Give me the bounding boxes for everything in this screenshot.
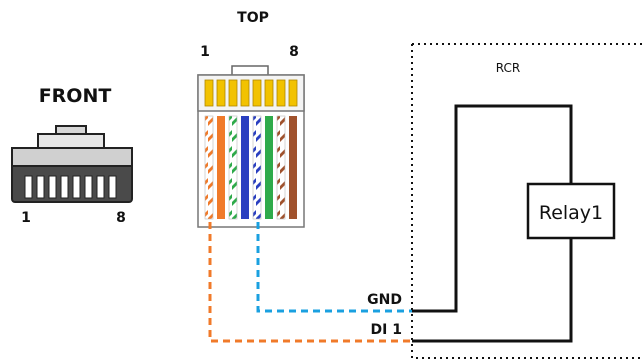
- wire-pin-2: [217, 116, 225, 219]
- wire-pin-3: [228, 115, 238, 220]
- wire-pin-5: [252, 115, 262, 220]
- di1-terminal-label: DI 1: [371, 322, 402, 338]
- front-contact-5: [72, 175, 81, 199]
- wire-pin-4: [241, 116, 249, 219]
- top-contact-3: [228, 79, 238, 107]
- connection-wires: [208, 222, 412, 343]
- top-contact-1: [204, 79, 214, 107]
- top-contact-5: [252, 79, 262, 107]
- wire-pin-8: [289, 116, 297, 219]
- top-wires: [204, 115, 297, 220]
- wire-pin-7: [276, 115, 286, 220]
- top-title: TOP: [237, 10, 269, 26]
- front-title: FRONT: [39, 85, 112, 107]
- rcr-title: RCR: [496, 61, 520, 75]
- front-contact-6: [84, 175, 93, 199]
- front-contact-3: [48, 175, 57, 199]
- wire-pin-6: [265, 116, 273, 219]
- relay-circuit-wire: [412, 104, 573, 343]
- front-contact-8: [108, 175, 117, 199]
- rj45-top-view: TOP 1 8: [197, 10, 305, 228]
- top-contact-band: [197, 74, 305, 112]
- front-contacts: [24, 175, 117, 199]
- front-contact-7: [96, 175, 105, 199]
- rcr-module: RCR Relay1 GND DI 1: [367, 43, 642, 359]
- di1-wire: [208, 222, 412, 343]
- top-pin-8-label: 8: [289, 44, 299, 60]
- gnd-terminal-label: GND: [367, 292, 402, 308]
- top-contact-6: [264, 79, 274, 107]
- relay-label: Relay1: [539, 202, 603, 224]
- relay-box: [526, 182, 616, 240]
- top-pin-1-label: 1: [200, 44, 210, 60]
- rcr-boundary: [411, 43, 642, 359]
- front-pin-1-label: 1: [21, 210, 31, 226]
- front-contact-1: [24, 175, 33, 199]
- rj45-front-view: FRONT 1 8: [11, 85, 133, 226]
- top-contact-4: [240, 79, 250, 107]
- front-pin-8-label: 8: [116, 210, 126, 226]
- top-contact-2: [216, 79, 226, 107]
- top-contact-7: [276, 79, 286, 107]
- top-contacts: [204, 79, 298, 107]
- front-top-band: [11, 147, 133, 167]
- top-contact-8: [288, 79, 298, 107]
- front-contact-2: [36, 175, 45, 199]
- front-shoulder: [37, 133, 105, 150]
- gnd-wire: [256, 222, 412, 313]
- wire-pin-1: [204, 115, 214, 220]
- front-contact-4: [60, 175, 69, 199]
